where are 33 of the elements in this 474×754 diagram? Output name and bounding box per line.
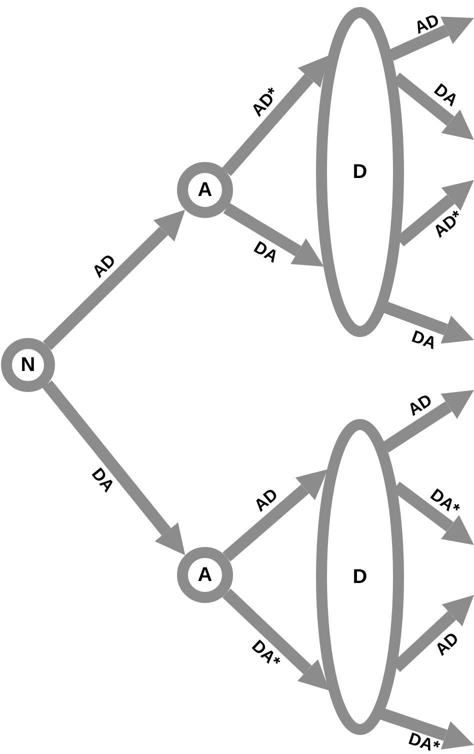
node-label: D [352, 162, 368, 182]
arrow [382, 390, 474, 453]
arrow [222, 469, 328, 562]
edge-label: DA [409, 327, 438, 352]
edge-label: DA [252, 238, 282, 266]
edge-label: DA* [428, 486, 463, 518]
node-label: A [198, 180, 212, 200]
edge-label: AD [90, 251, 119, 280]
arrow [380, 708, 474, 750]
state-circle [177, 162, 233, 218]
edge-label: DA* [249, 637, 284, 672]
edge-label: DA* [406, 730, 441, 754]
node-label: N [20, 355, 36, 375]
state-ellipse [316, 419, 404, 735]
state-circle [177, 547, 233, 603]
arrow [42, 380, 186, 556]
arrow [222, 588, 330, 691]
edge-label: AD [432, 629, 462, 658]
edge-label: AD [251, 486, 281, 515]
arrow [388, 16, 474, 61]
arrow [222, 55, 329, 176]
arrow [383, 302, 474, 344]
edge-label: DA [430, 81, 461, 110]
state-ellipse [316, 7, 404, 337]
arrow [223, 202, 324, 267]
arrow [42, 210, 186, 350]
edge-label: DA [88, 465, 118, 496]
node-label: D [352, 567, 368, 587]
edge-label: AD [405, 390, 436, 418]
node-label: A [198, 565, 212, 585]
edge-label: AD [412, 11, 442, 37]
edge-label: AD* [430, 207, 466, 240]
state-circle [1, 338, 55, 392]
